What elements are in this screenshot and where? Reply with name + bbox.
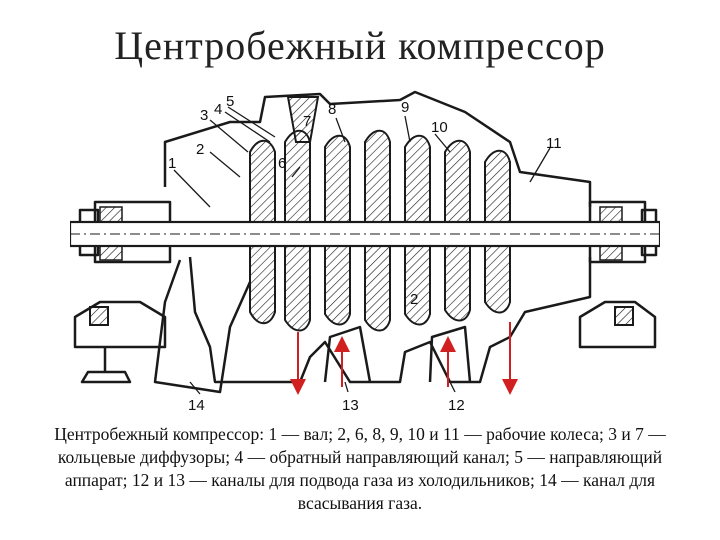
impeller-upper-1 (249, 139, 276, 223)
impeller-lower-6 (444, 245, 471, 322)
label-10: 10 (431, 119, 448, 136)
impeller-lower-4 (364, 245, 391, 332)
page-title: Центробежный компрессор (114, 23, 606, 68)
figure-caption: Центробежный компрессор: 1 — вал; 2, 6, … (54, 424, 666, 513)
impeller-upper-4 (364, 129, 391, 223)
label-13: 13 (342, 397, 359, 414)
impeller-upper-5 (404, 134, 431, 223)
inlet-channel-13 (323, 325, 372, 383)
label-2: 2 (196, 141, 204, 158)
label-7: 7 (303, 113, 311, 130)
left-foot (73, 300, 167, 349)
impeller-lower-1 (249, 245, 276, 325)
impeller-lower-3 (324, 245, 351, 326)
label-2-lower: 2 (410, 291, 418, 308)
label-6: 6 (278, 155, 286, 172)
label-11: 11 (546, 135, 562, 152)
right-foot (578, 300, 657, 349)
impeller-upper-6 (444, 139, 471, 223)
impeller-upper-2 (284, 129, 311, 223)
suction-channel (153, 259, 252, 394)
impeller-upper-7 (484, 149, 511, 223)
impeller-lower-5 (404, 245, 431, 326)
casing-lower (188, 256, 592, 384)
ring-diffuser-7 (286, 96, 320, 143)
impeller-lower-2 (284, 245, 311, 332)
label-12: 12 (448, 397, 465, 414)
label-9: 9 (401, 99, 409, 116)
compressor-drawing: 1 2 3 4 5 6 7 8 9 10 11 2 14 13 12 (70, 90, 660, 414)
label-3: 3 (200, 107, 208, 124)
label-1: 1 (168, 155, 176, 172)
label-8: 8 (328, 101, 336, 118)
impeller-upper-3 (324, 134, 351, 223)
label-14: 14 (188, 397, 205, 414)
impeller-lower-7 (484, 245, 511, 314)
shaft (70, 220, 660, 248)
label-4: 4 (214, 101, 222, 118)
label-5: 5 (226, 93, 234, 110)
inlet-channel-12 (428, 325, 472, 383)
casing-upper (163, 90, 592, 207)
